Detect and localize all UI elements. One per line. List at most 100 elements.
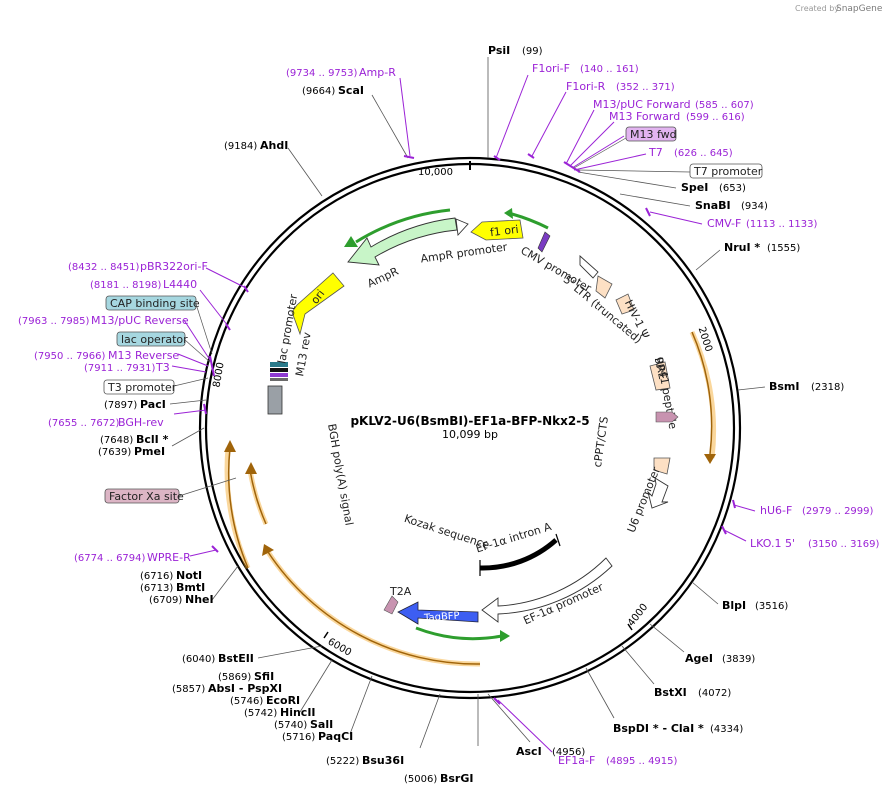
t3-promoter-label[interactable]: T3 promoter — [107, 381, 177, 394]
ampr-promoter-arrow — [455, 218, 469, 237]
hiv-psi-box — [615, 293, 635, 315]
site-snabi-name[interactable]: SnaBI — [695, 199, 731, 212]
primer-t3-name[interactable]: T3 — [155, 361, 170, 374]
cppt-box — [653, 457, 671, 475]
site-sali-name[interactable]: SalI — [310, 718, 333, 731]
primer-m13-rev-name[interactable]: M13 Reverse — [108, 349, 179, 362]
primer-l4440-pos: (8181 .. 8198) — [90, 280, 162, 291]
primer-ampr-pos: (9734 .. 9753) — [286, 68, 358, 79]
boxed-labels: M13 fwd T7 promoter CAP binding site lac… — [103, 126, 763, 504]
m13-fwd-label[interactable]: M13 fwd — [630, 128, 677, 141]
primer-l4440-name[interactable]: L4440 — [163, 278, 197, 291]
site-bsrgi-name[interactable]: BsrGI — [440, 772, 473, 785]
backbone-outer — [198, 156, 742, 700]
bgh-polya-box — [267, 385, 283, 415]
tick-4000-mark — [627, 623, 633, 631]
site-noti-name[interactable]: NotI — [176, 569, 202, 582]
primer-t3-pos: (7911 .. 7931) — [84, 363, 156, 374]
site-bcli-name[interactable]: BclI * — [136, 433, 169, 446]
t7-promoter-box — [689, 163, 763, 179]
site-spei-name[interactable]: SpeI — [681, 181, 708, 194]
site-spei-pos: (653) — [719, 183, 746, 194]
site-nrui-name[interactable]: NruI * — [724, 241, 760, 254]
site-bsteii-name[interactable]: BstEII — [218, 652, 254, 665]
site-scai-name[interactable]: ScaI — [338, 84, 364, 97]
site-sali-pos: (5740) — [274, 720, 307, 731]
site-ahdi-pos: (9184) — [224, 141, 257, 152]
site-asci-name[interactable]: AscI — [516, 745, 542, 758]
intron-end-mark — [555, 533, 561, 547]
site-pmei-pos: (7639) — [98, 447, 131, 458]
primer-ef1a-f-pos: (4895 .. 4915) — [606, 756, 678, 767]
primer-pbr322-name[interactable]: pBR322ori-F — [140, 260, 208, 273]
site-sfii-name[interactable]: SfiI — [254, 670, 274, 683]
site-psii-name[interactable]: PsiI — [488, 44, 510, 57]
tick-6000: 6000 — [326, 636, 354, 658]
m13-rev-box — [270, 373, 288, 377]
primer-t7-pos: (626 .. 645) — [674, 148, 733, 159]
primer-f1ori-r-pos: (352 .. 371) — [616, 82, 675, 93]
site-ecori-pos: (5746) — [230, 696, 263, 707]
snapgene-logo: SnapGene — [836, 4, 883, 14]
site-ecori-name[interactable]: EcoRI — [266, 694, 300, 707]
ampr-arrow — [347, 217, 458, 266]
primer-lko1-name[interactable]: LKO.1 5' — [750, 537, 795, 550]
t2a-mark — [383, 595, 399, 615]
primer-m13puc-fwd-name[interactable]: M13/pUC Forward — [593, 98, 691, 111]
tick-8000: 8000 — [211, 361, 226, 388]
site-nhei-name[interactable]: NheI — [185, 593, 214, 606]
site-bstxi-name[interactable]: BstXI — [654, 686, 687, 699]
primer-ef1a-f-name[interactable]: EF1a-F — [558, 754, 595, 767]
site-psii-pos: (99) — [522, 46, 543, 57]
primer-f1ori-f-name[interactable]: F1ori-F — [532, 62, 570, 75]
t7-promoter-label[interactable]: T7 promoter — [693, 165, 763, 178]
site-nrui-pos: (1555) — [767, 243, 800, 254]
site-clai-name[interactable]: BspDI * - ClaI * — [613, 722, 704, 735]
primer-hu6-f-name[interactable]: hU6-F — [760, 504, 792, 517]
site-bsrgi-pos: (5006) — [404, 774, 437, 785]
site-snabi-pos: (934) — [741, 201, 768, 212]
site-ahdi-name[interactable]: AhdI — [260, 139, 288, 152]
cap-binding-label[interactable]: CAP binding site — [110, 297, 200, 310]
lac-operator-box — [116, 331, 186, 347]
primer-f1ori-f-pos: (140 .. 161) — [580, 64, 639, 75]
ltr-arrow — [579, 254, 599, 279]
left-orange-head-1 — [224, 440, 236, 452]
primer-bgh-rev-name[interactable]: BGH-rev — [118, 416, 164, 429]
site-agei-name[interactable]: AgeI — [685, 652, 713, 665]
primer-f1ori-r-name[interactable]: F1ori-R — [566, 80, 606, 93]
ampr-green-head — [344, 236, 358, 247]
site-bmti-name[interactable]: BmtI — [176, 581, 205, 594]
primer-m13-fwd-name[interactable]: M13 Forward — [609, 110, 680, 123]
primer-m13-rev-pos: (7950 .. 7966) — [34, 351, 106, 362]
cmv-promoter-mark — [537, 231, 551, 253]
primer-cmv-f-name[interactable]: CMV-F — [707, 217, 741, 230]
f1-ori-label: f1 ori — [489, 223, 519, 239]
primer-lko1-pos: (3150 .. 3169) — [808, 539, 880, 550]
tagbfp-arrow — [397, 601, 479, 625]
site-bsmi-name[interactable]: BsmI — [769, 380, 800, 393]
primer-m13puc-rev-pos: (7963 .. 7985) — [18, 316, 90, 327]
primer-t7-name[interactable]: T7 — [648, 146, 663, 159]
site-absi-name[interactable]: AbsI - PspXI — [208, 682, 282, 695]
site-paci-pos: (7897) — [104, 400, 137, 411]
ampr-promoter-label: AmpR promoter — [420, 240, 509, 265]
factor-xa-label[interactable]: Factor Xa site — [109, 490, 184, 503]
site-hincii-name[interactable]: HincII — [280, 706, 316, 719]
left-orange-glow-2 — [247, 469, 269, 525]
lac-operator-label[interactable]: lac operator — [121, 333, 188, 346]
site-bsu36i-name[interactable]: Bsu36I — [362, 754, 404, 767]
site-bmti-pos: (6713) — [140, 583, 173, 594]
left-orange-head-2 — [245, 462, 257, 474]
site-paci-name[interactable]: PacI — [140, 398, 166, 411]
site-hincii-pos: (5742) — [244, 708, 277, 719]
rre-box — [649, 361, 671, 391]
primer-m13puc-rev-name[interactable]: M13/pUC Reverse — [91, 314, 189, 327]
primer-wpre-r-name[interactable]: WPRE-R — [147, 551, 191, 564]
primer-ampr-name[interactable]: Amp-R — [359, 66, 396, 79]
site-pmei-name[interactable]: PmeI — [134, 445, 165, 458]
site-paqci-name[interactable]: PaqCI — [318, 730, 353, 743]
site-blpi-name[interactable]: BlpI — [722, 599, 746, 612]
site-absi-pos: (5857) — [172, 684, 205, 695]
